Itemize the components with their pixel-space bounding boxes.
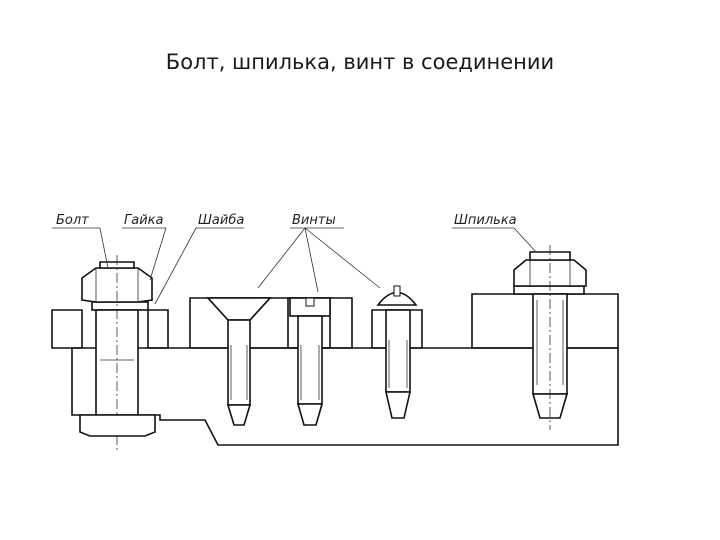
cheese-head-screw	[289, 297, 331, 426]
bolt-assembly	[79, 255, 156, 450]
leader-lines	[52, 227, 537, 305]
label-washer: Шайба	[198, 213, 244, 228]
page-title: Болт, шпилька, винт в соединении	[165, 50, 555, 74]
stud-assembly	[513, 245, 587, 430]
washer	[91, 301, 149, 311]
round-head-screw	[376, 285, 418, 419]
label-nut: Гайка	[124, 213, 164, 228]
label-bolt: Болт	[56, 213, 89, 228]
bolt-head	[79, 414, 156, 437]
label-screws: Винты	[292, 213, 336, 228]
countersunk-screw	[206, 297, 272, 426]
label-stud: Шпилька	[454, 213, 517, 228]
